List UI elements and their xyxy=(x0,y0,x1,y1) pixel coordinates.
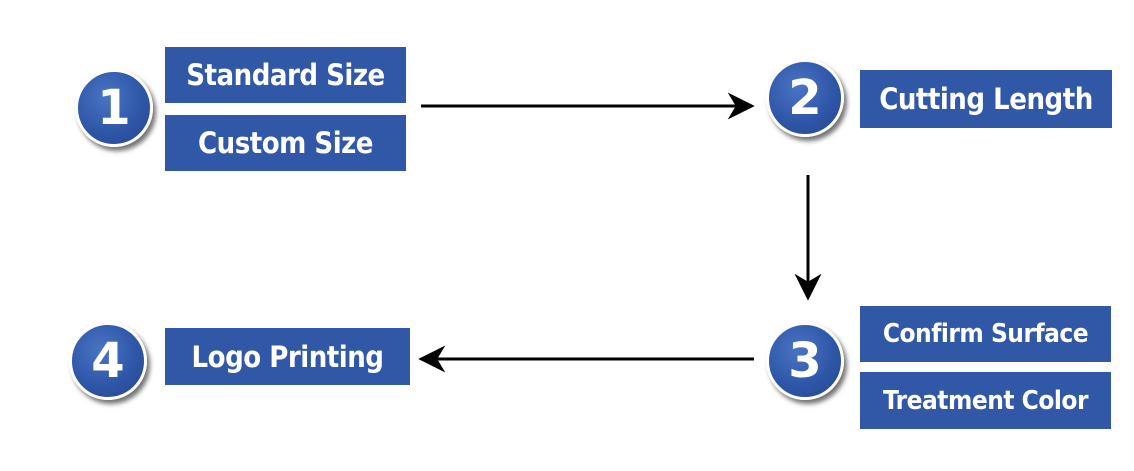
step-2-label-cutting-length: Cutting Length xyxy=(860,70,1112,128)
step-3-label-confirm-surface: Confirm Surface xyxy=(860,306,1111,362)
step-4-badge: 4 xyxy=(69,322,147,400)
step-3-label-treatment-color: Treatment Color xyxy=(860,372,1111,429)
step-1-badge: 1 xyxy=(75,69,153,147)
step-1-label-custom-size: Custom Size xyxy=(165,115,406,171)
step-2-badge: 2 xyxy=(766,59,844,137)
step-4-label-logo-printing: Logo Printing xyxy=(165,328,410,385)
step-1-label-standard-size: Standard Size xyxy=(165,47,406,103)
step-3-badge: 3 xyxy=(766,322,844,400)
